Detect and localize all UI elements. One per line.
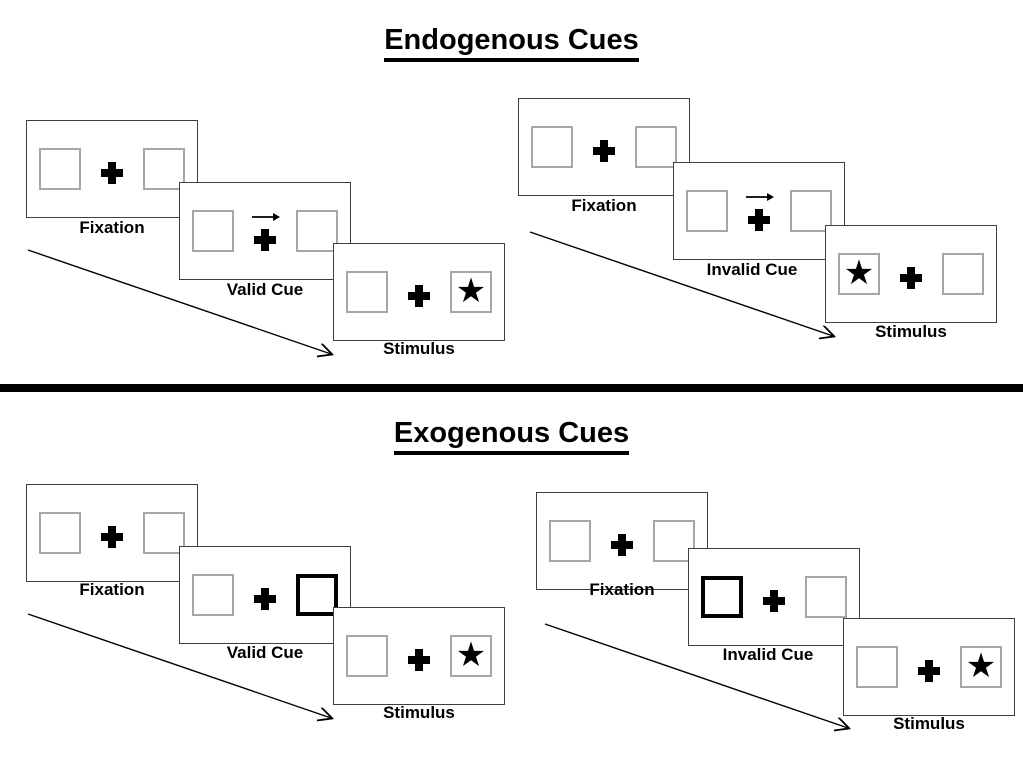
right-box: [635, 126, 677, 168]
fixation-cross-container: [95, 145, 129, 193]
caption-endogenous-valid-fixation: Fixation: [79, 218, 145, 237]
fixation-cross-container: [402, 268, 436, 316]
caption-endogenous-invalid-cue: Invalid Cue: [706, 260, 798, 279]
fixation-plus-icon: [254, 229, 276, 251]
left-box: [531, 126, 573, 168]
left-box: [39, 148, 81, 190]
panel-endogenous-invalid-stimulus: ★: [825, 225, 997, 323]
left-box-with-target: ★: [838, 253, 880, 295]
fixation-cross-container: [605, 517, 639, 565]
panel-exogenous-invalid-stimulus: ★: [843, 618, 1015, 716]
right-box-peripheral-cue: [296, 574, 338, 616]
central-arrow-cue-container: [248, 207, 282, 255]
left-box-peripheral-cue: [701, 576, 743, 618]
caption-exogenous-invalid-cue: Invalid Cue: [722, 645, 814, 664]
star-target-icon: ★: [965, 646, 997, 685]
fixation-cross-container: [757, 573, 791, 621]
left-box: [192, 210, 234, 252]
left-box: [39, 512, 81, 554]
fixation-cross-container: [894, 250, 928, 298]
fixation-plus-icon: [254, 588, 276, 610]
caption-exogenous-invalid-stimulus: Stimulus: [893, 714, 965, 733]
caption-endogenous-valid-cue: Valid Cue: [226, 280, 304, 299]
left-box: [686, 190, 728, 232]
fixation-plus-icon: [408, 649, 430, 671]
arrow-right-icon: [251, 211, 281, 223]
section-divider: [0, 384, 1023, 392]
fixation-cross-container: [587, 123, 621, 171]
fixation-cross-container: [248, 571, 282, 619]
fixation-plus-icon: [101, 162, 123, 184]
fixation-cross-container: [402, 632, 436, 680]
caption-endogenous-valid-stimulus: Stimulus: [383, 339, 455, 358]
panel-endogenous-invalid-cue: [673, 162, 845, 260]
star-target-icon: ★: [843, 253, 875, 292]
caption-exogenous-valid-cue: Valid Cue: [226, 643, 304, 662]
panel-endogenous-valid-fixation: [26, 120, 198, 218]
caption-exogenous-invalid-fixation: Fixation: [589, 580, 655, 599]
left-box: [346, 635, 388, 677]
fixation-cross-container: [912, 643, 946, 691]
panel-exogenous-invalid-cue: [688, 548, 860, 646]
panel-endogenous-invalid-fixation: [518, 98, 690, 196]
right-box: [805, 576, 847, 618]
fixation-plus-icon: [900, 267, 922, 289]
caption-endogenous-invalid-stimulus: Stimulus: [875, 322, 947, 341]
section-title-exogenous: Exogenous Cues: [0, 417, 1023, 455]
arrow-right-icon: [745, 191, 775, 203]
fixation-plus-icon: [748, 209, 770, 231]
right-box-with-target: ★: [450, 635, 492, 677]
right-box: [942, 253, 984, 295]
panel-exogenous-invalid-fixation: [536, 492, 708, 590]
central-arrow-cue-container: [742, 187, 776, 235]
fixation-cross-container: [95, 509, 129, 557]
panel-endogenous-valid-cue: [179, 182, 351, 280]
fixation-plus-icon: [763, 590, 785, 612]
fixation-plus-icon: [918, 660, 940, 682]
star-target-icon: ★: [455, 271, 487, 310]
left-box: [549, 520, 591, 562]
panel-exogenous-valid-fixation: [26, 484, 198, 582]
fixation-plus-icon: [593, 140, 615, 162]
left-box: [856, 646, 898, 688]
section-title-exogenous-text: Exogenous Cues: [393, 417, 630, 455]
fixation-plus-icon: [101, 526, 123, 548]
right-box-with-target: ★: [450, 271, 492, 313]
right-box-with-target: ★: [960, 646, 1002, 688]
caption-exogenous-valid-fixation: Fixation: [79, 580, 145, 599]
section-title-endogenous: Endogenous Cues: [0, 24, 1023, 62]
fixation-plus-icon: [408, 285, 430, 307]
star-target-icon: ★: [455, 635, 487, 674]
right-box: [296, 210, 338, 252]
panel-exogenous-valid-cue: [179, 546, 351, 644]
right-box: [143, 512, 185, 554]
left-box: [192, 574, 234, 616]
panel-exogenous-valid-stimulus: ★: [333, 607, 505, 705]
caption-endogenous-invalid-fixation: Fixation: [571, 196, 637, 215]
left-box: [346, 271, 388, 313]
panel-endogenous-valid-stimulus: ★: [333, 243, 505, 341]
fixation-plus-icon: [611, 534, 633, 556]
section-title-endogenous-text: Endogenous Cues: [384, 24, 639, 62]
right-box: [143, 148, 185, 190]
caption-exogenous-valid-stimulus: Stimulus: [383, 703, 455, 722]
